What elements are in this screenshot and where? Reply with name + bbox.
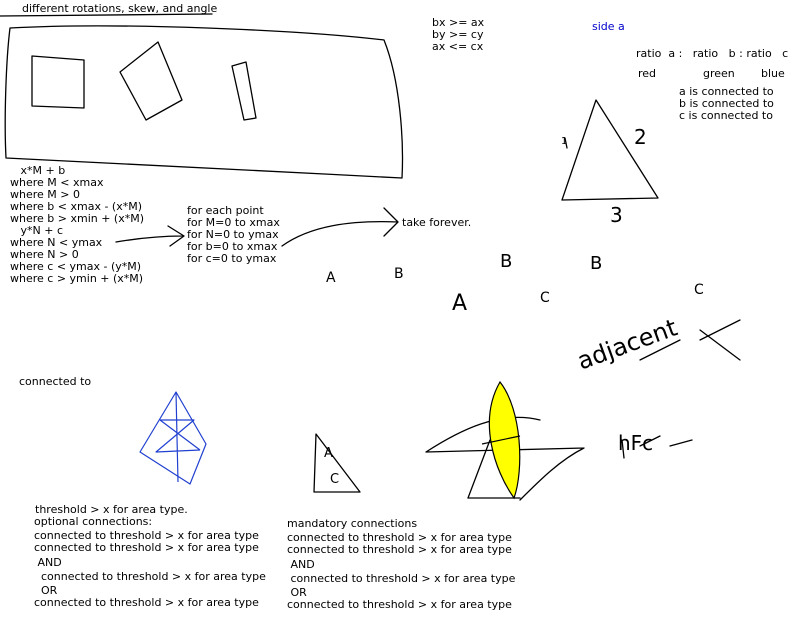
- equation-line: where N > 0: [10, 248, 79, 261]
- label-1-stroke: [564, 137, 568, 149]
- triangle-side-3: 3: [610, 203, 623, 227]
- letter-c: C: [330, 472, 340, 487]
- ratio-color-green: green: [703, 67, 735, 80]
- hfc-handwriting: hFc: [618, 431, 654, 455]
- diamond-shape: [119, 41, 183, 121]
- mandatory-line: OR: [287, 586, 307, 599]
- triangle-side-2: 2: [634, 125, 647, 149]
- yellow-lens: [488, 380, 521, 500]
- loop-line: for M=0 to xmax: [187, 216, 280, 229]
- condition-line: by >= cy: [432, 28, 484, 41]
- optional-line: connected to threshold > x for area type: [34, 529, 259, 542]
- header-title: different rotations, skew, and angle: [22, 2, 218, 15]
- loops-block: for each point for M=0 to xmax for N=0 t…: [187, 205, 280, 265]
- letter-c: C: [540, 290, 550, 306]
- optional-line: AND: [34, 556, 62, 569]
- connection-line: b is connected to: [679, 97, 774, 110]
- connected-to-label: connected to: [19, 375, 92, 388]
- side-a-label: side a: [592, 20, 625, 33]
- optional-heading: optional connections:: [34, 515, 153, 528]
- letter-b: B: [500, 251, 513, 272]
- letter-b: B: [394, 266, 404, 282]
- letter-a: A: [324, 446, 333, 461]
- optional-line: connected to threshold > x for area type: [34, 541, 259, 554]
- triangle-sketch: [561, 99, 659, 201]
- equation-line: where b < xmax - (x*M): [10, 200, 142, 213]
- equation-line: where c < ymax - (y*M): [10, 260, 142, 273]
- mandatory-heading: mandatory connections: [287, 517, 418, 530]
- equation-line: x*M + b: [10, 164, 66, 177]
- loop-line: for each point: [187, 204, 264, 217]
- adjacent-scribble: [639, 319, 741, 361]
- equation-line: where c > ymin + (x*M): [10, 272, 144, 285]
- big-frame: [4, 25, 404, 179]
- small-triangle: [313, 433, 361, 493]
- mandatory-line: connected to threshold > x for area type: [287, 598, 512, 611]
- mandatory-line: connected to threshold > x for area type: [287, 543, 512, 556]
- optional-threshold: threshold > x for area type.: [35, 503, 188, 516]
- optional-line: OR: [34, 584, 58, 597]
- triangle-side-1: 1: [561, 136, 568, 147]
- connection-line: a is connected to: [679, 85, 774, 98]
- equations-block: x*M + b where M < xmax where M > 0 where…: [10, 165, 144, 285]
- conditions-block: bx >= ax by >= cy ax <= cx: [432, 17, 484, 53]
- optional-connections-block: optional connections: connected to thres…: [34, 516, 266, 609]
- mandatory-line: connected to threshold > x for area type: [287, 531, 512, 544]
- letter-c: C: [694, 282, 704, 298]
- loop-line: for N=0 to ymax: [187, 228, 279, 241]
- loop-line: for b=0 to xmax: [187, 240, 278, 253]
- mandatory-connections-block: mandatory connections connected to thres…: [287, 518, 515, 611]
- letter-b: B: [590, 253, 603, 274]
- loop-line: for c=0 to ymax: [187, 252, 277, 265]
- mandatory-line: AND: [287, 558, 315, 571]
- square-shape: [31, 55, 85, 109]
- equation-line: where M > 0: [10, 188, 80, 201]
- arrow-2: [281, 207, 399, 247]
- letter-a: A: [452, 291, 468, 316]
- bar-shape: [231, 61, 257, 121]
- equation-line: where N < ymax: [10, 236, 103, 249]
- hfc-scribble: [621, 435, 693, 459]
- connections-block: a is connected to b is connected to c is…: [679, 86, 774, 122]
- ratio-color-blue: blue: [761, 67, 785, 80]
- header-underline: [0, 13, 213, 17]
- blue-network: [139, 391, 207, 485]
- letter-a: A: [326, 270, 336, 286]
- optional-line: connected to threshold > x for area type: [34, 596, 259, 609]
- condition-line: ax <= cx: [432, 40, 484, 53]
- lens-divider: [481, 435, 521, 445]
- equation-line: where b > xmin + (x*M): [10, 212, 145, 225]
- equation-line: y*N + c: [10, 224, 63, 237]
- result-text: take forever.: [402, 216, 472, 229]
- arrow-1: [115, 225, 185, 247]
- ratio-line: ratio a : ratio b : ratio c: [636, 47, 789, 60]
- mandatory-line: connected to threshold > x for area type: [287, 572, 516, 585]
- connection-line: c is connected to: [679, 109, 773, 122]
- equation-line: where M < xmax: [10, 176, 104, 189]
- ratio-color-red: red: [638, 67, 657, 80]
- optional-line: connected to threshold > x for area type: [34, 570, 266, 583]
- condition-line: bx >= ax: [432, 16, 485, 29]
